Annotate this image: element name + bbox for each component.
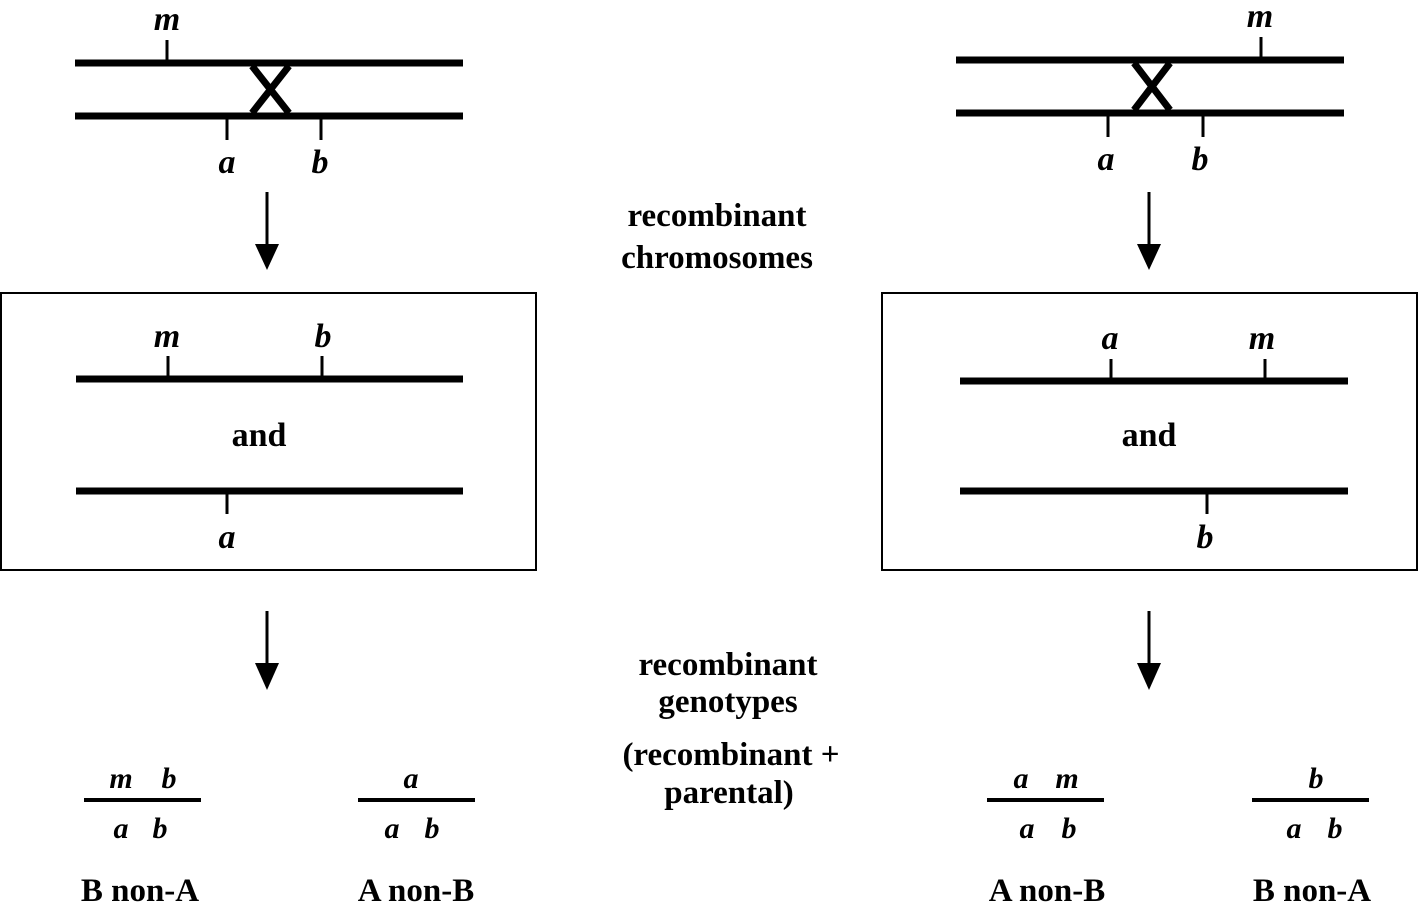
right-crossover-x bbox=[1131, 60, 1173, 113]
left-top-gene-m: m bbox=[154, 1, 180, 38]
recombinant-genotypes-label-1: recombinant bbox=[638, 647, 817, 683]
right-top-gene-b: b bbox=[1192, 141, 1209, 178]
right-box-gene-m: m bbox=[1249, 320, 1275, 357]
genotype-top-allele: a bbox=[404, 762, 419, 795]
left-crossover: m a b bbox=[75, 1, 463, 181]
genotype-top-allele: m bbox=[1055, 762, 1078, 795]
recombinant-chromosomes-label-2: chromosomes bbox=[621, 240, 813, 276]
phenotype-label: A non-B bbox=[989, 873, 1105, 909]
recombinant-genotypes-label-2: genotypes bbox=[658, 684, 797, 720]
phenotype-label: A non-B bbox=[358, 873, 474, 909]
right-recombinant-box: a m and b bbox=[881, 292, 1418, 571]
genotype-bottom-allele: b bbox=[425, 812, 440, 845]
left-box-gene-a: a bbox=[219, 519, 236, 556]
left-box-gene-b: b bbox=[315, 318, 332, 355]
right-top-gene-a: a bbox=[1098, 141, 1115, 178]
genotype-bottom-allele: b bbox=[1328, 812, 1343, 845]
phenotype-label: B non-A bbox=[81, 873, 199, 909]
center-labels: recombinant chromosomes recombinant geno… bbox=[621, 198, 839, 811]
left-recombinant-box: m b and a bbox=[0, 292, 537, 571]
genotype-bottom-allele: b bbox=[1062, 812, 1077, 845]
right-box-gene-a: a bbox=[1102, 320, 1119, 357]
genotype-bottom-allele: a bbox=[1287, 812, 1302, 845]
genotype-top-allele: b bbox=[162, 762, 177, 795]
recombinant-chromosomes-label-1: recombinant bbox=[627, 198, 806, 234]
left-box-and: and bbox=[232, 417, 287, 454]
genotype-bottom-allele: a bbox=[385, 812, 400, 845]
genotype-top-allele: a bbox=[1014, 762, 1029, 795]
recombinant-genotypes-label-4: parental) bbox=[664, 775, 794, 811]
left-top-gene-a: a bbox=[219, 144, 236, 181]
left-arrow-1 bbox=[255, 192, 279, 270]
right-genotype-2: b a b B non-A bbox=[1252, 762, 1371, 909]
genotype-top-allele: m bbox=[109, 762, 132, 795]
genotype-bottom-allele: a bbox=[114, 812, 129, 845]
right-crossover: m a b bbox=[956, 0, 1344, 178]
left-top-gene-b: b bbox=[312, 144, 329, 181]
right-box-gene-b: b bbox=[1197, 519, 1214, 556]
left-box-gene-m: m bbox=[154, 318, 180, 355]
right-box-and: and bbox=[1122, 417, 1177, 454]
genotype-top-allele: b bbox=[1309, 762, 1324, 795]
left-crossover-x bbox=[249, 63, 292, 116]
genotype-bottom-allele: b bbox=[153, 812, 168, 845]
recombinant-genotypes-label-3: (recombinant + bbox=[622, 737, 839, 773]
left-arrow-2 bbox=[255, 611, 279, 690]
right-genotype-1: a m a b A non-B bbox=[987, 762, 1105, 909]
right-arrow-1 bbox=[1137, 192, 1161, 270]
right-top-gene-m: m bbox=[1247, 0, 1273, 35]
genotype-bottom-allele: a bbox=[1020, 812, 1035, 845]
left-genotype-2: a a b A non-B bbox=[358, 762, 475, 909]
left-genotype-1: m b a b B non-A bbox=[81, 762, 201, 909]
right-arrow-2 bbox=[1137, 611, 1161, 690]
phenotype-label: B non-A bbox=[1253, 873, 1371, 909]
